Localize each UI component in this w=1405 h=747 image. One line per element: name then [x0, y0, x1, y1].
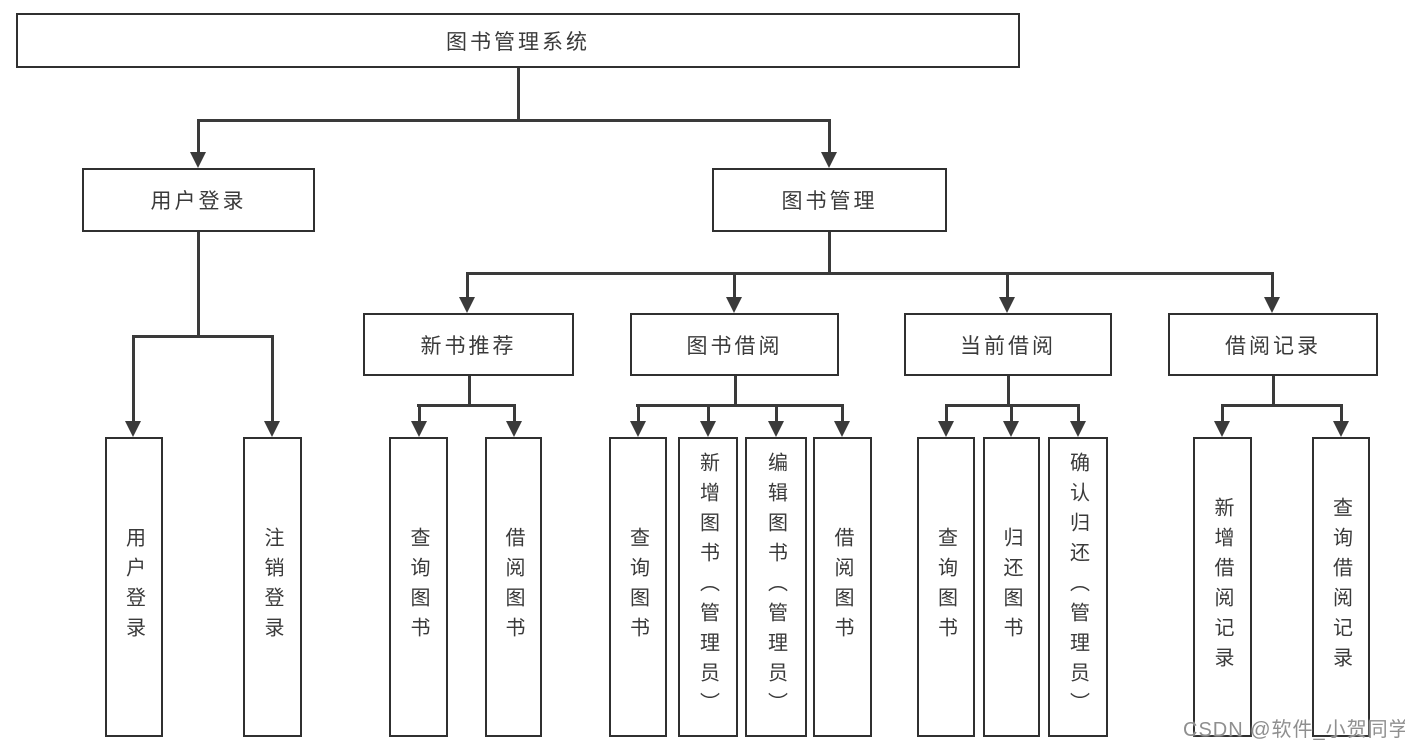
edge-line	[1006, 272, 1009, 298]
node-new-book-recommend: 新书推荐	[363, 313, 574, 376]
leaf-logout: 注销登录	[243, 437, 302, 737]
edge-line	[418, 404, 421, 422]
edge-line	[513, 404, 516, 422]
node-library-system-label: 图书管理系统	[446, 30, 590, 54]
leaf-query-borrow-record-label: 查询借阅记录	[1329, 497, 1352, 677]
edge-line	[828, 119, 831, 154]
node-book-management: 图书管理	[712, 168, 947, 232]
edge-line	[734, 376, 737, 407]
node-library-system: 图书管理系统	[16, 13, 1020, 68]
arrow-down-icon	[125, 421, 141, 437]
edge-line	[1007, 376, 1010, 407]
node-borrowing-records-label: 借阅记录	[1225, 334, 1321, 358]
edge-line	[132, 335, 274, 338]
edge-line	[468, 376, 471, 407]
edge-line	[417, 404, 516, 407]
edge-line	[1077, 404, 1080, 422]
leaf-query-books-recommend: 查询图书	[389, 437, 448, 737]
node-user-login-label: 用户登录	[150, 190, 247, 213]
edge-line	[733, 272, 736, 298]
leaf-borrow-books-recommend: 借阅图书	[485, 437, 542, 737]
node-user-login: 用户登录	[82, 168, 315, 232]
leaf-query-books-borrowing: 查询图书	[609, 437, 667, 737]
leaf-query-borrow-record: 查询借阅记录	[1312, 437, 1370, 737]
edge-line	[466, 272, 469, 298]
leaf-logout-label: 注销登录	[261, 527, 283, 647]
leaf-confirm-return-admin-label: 确认归还（管理员）	[1066, 452, 1089, 722]
edge-line	[132, 335, 135, 422]
node-book-management-label: 图书管理	[781, 190, 878, 213]
arrow-down-icon	[938, 421, 954, 437]
edge-line	[1272, 376, 1275, 407]
edge-line	[1271, 272, 1274, 298]
arrow-down-icon	[1070, 421, 1086, 437]
leaf-user-login-label: 用户登录	[122, 527, 145, 647]
leaf-edit-book-admin: 编辑图书（管理员）	[745, 437, 807, 737]
arrow-down-icon	[190, 152, 206, 168]
edge-line	[197, 119, 200, 154]
edge-line	[197, 119, 831, 122]
leaf-query-books-current: 查询图书	[917, 437, 975, 737]
node-book-borrowing-label: 图书借阅	[686, 334, 783, 358]
leaf-return-books: 归还图书	[983, 437, 1040, 737]
leaf-query-books-current-label: 查询图书	[934, 527, 957, 647]
arrow-down-icon	[459, 297, 475, 313]
arrow-down-icon	[700, 421, 716, 437]
arrow-down-icon	[630, 421, 646, 437]
arrow-down-icon	[1264, 297, 1280, 313]
leaf-confirm-return-admin: 确认归还（管理员）	[1048, 437, 1108, 737]
edge-line	[1010, 404, 1013, 422]
node-current-borrowing-label: 当前借阅	[960, 334, 1056, 358]
leaf-user-login: 用户登录	[105, 437, 163, 737]
arrow-down-icon	[264, 421, 280, 437]
arrow-down-icon	[726, 297, 742, 313]
arrow-down-icon	[768, 421, 784, 437]
edge-line	[637, 404, 640, 422]
arrow-down-icon	[506, 421, 522, 437]
arrow-down-icon	[821, 152, 837, 168]
node-current-borrowing: 当前借阅	[904, 313, 1112, 376]
leaf-borrow-books-borrowing-label: 借阅图书	[831, 527, 853, 647]
edge-line	[466, 272, 1274, 275]
edge-line	[271, 335, 274, 422]
leaf-add-borrow-record: 新增借阅记录	[1193, 437, 1252, 737]
leaf-add-borrow-record-label: 新增借阅记录	[1211, 497, 1233, 677]
edge-line	[1221, 404, 1342, 407]
leaf-query-books-recommend-label: 查询图书	[407, 527, 429, 647]
leaf-add-book-admin-label: 新增图书（管理员）	[696, 452, 719, 722]
leaf-query-books-borrowing-label: 查询图书	[626, 527, 649, 647]
edge-line	[707, 404, 710, 422]
arrow-down-icon	[1003, 421, 1019, 437]
csdn-watermark: CSDN @软件_小贺同学	[1183, 719, 1405, 741]
arrow-down-icon	[1214, 421, 1230, 437]
edge-line	[197, 232, 200, 338]
edge-line	[828, 232, 831, 275]
leaf-add-book-admin: 新增图书（管理员）	[678, 437, 738, 737]
edge-line	[775, 404, 778, 422]
node-book-borrowing: 图书借阅	[630, 313, 839, 376]
leaf-return-books-label: 归还图书	[1000, 527, 1022, 647]
leaf-borrow-books-borrowing: 借阅图书	[813, 437, 872, 737]
edge-line	[841, 404, 844, 422]
leaf-edit-book-admin-label: 编辑图书（管理员）	[764, 452, 787, 722]
arrow-down-icon	[834, 421, 850, 437]
leaf-borrow-books-recommend-label: 借阅图书	[502, 527, 524, 647]
arrow-down-icon	[1333, 421, 1349, 437]
edge-line	[1340, 404, 1343, 422]
edge-line	[1221, 404, 1224, 422]
arrow-down-icon	[999, 297, 1015, 313]
arrow-down-icon	[411, 421, 427, 437]
node-new-book-recommend-label: 新书推荐	[420, 334, 517, 358]
edge-line	[636, 404, 843, 407]
edge-line	[517, 68, 520, 122]
edge-line	[945, 404, 948, 422]
node-borrowing-records: 借阅记录	[1168, 313, 1378, 376]
